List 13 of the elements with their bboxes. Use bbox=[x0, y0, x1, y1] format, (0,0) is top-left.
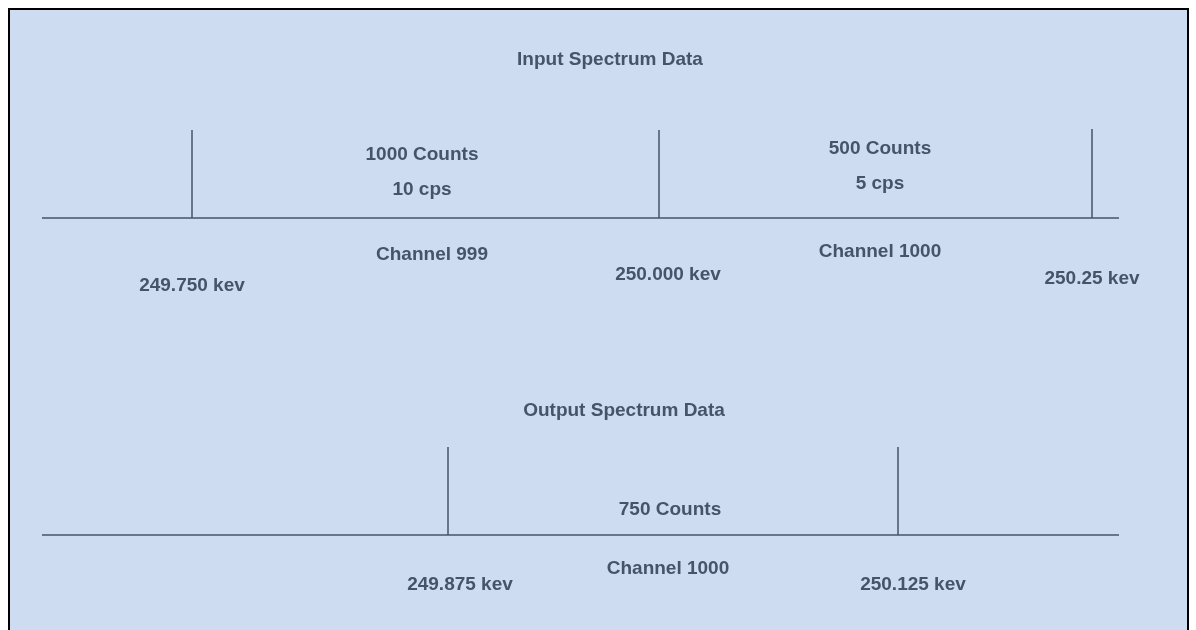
channel-label: Channel 999 bbox=[376, 242, 488, 267]
energy-label: 250.125 kev bbox=[860, 572, 966, 597]
count-label: 1000 Counts 10 cps bbox=[364, 141, 480, 201]
channel-label: Channel 1000 bbox=[818, 239, 942, 264]
count-label: 750 Counts bbox=[618, 497, 722, 522]
energy-label: 250.25 kev bbox=[1044, 266, 1140, 291]
chart-heading: Input Spectrum Data bbox=[517, 47, 703, 72]
energy-label: 250.000 kev bbox=[615, 262, 721, 287]
count-label: 500 Counts 5 cps bbox=[827, 135, 933, 195]
chart-heading: Output Spectrum Data bbox=[523, 398, 725, 423]
channel-label: Channel 1000 bbox=[606, 556, 730, 581]
energy-label: 249.750 kev bbox=[139, 273, 245, 298]
energy-label: 249.875 kev bbox=[407, 572, 513, 597]
